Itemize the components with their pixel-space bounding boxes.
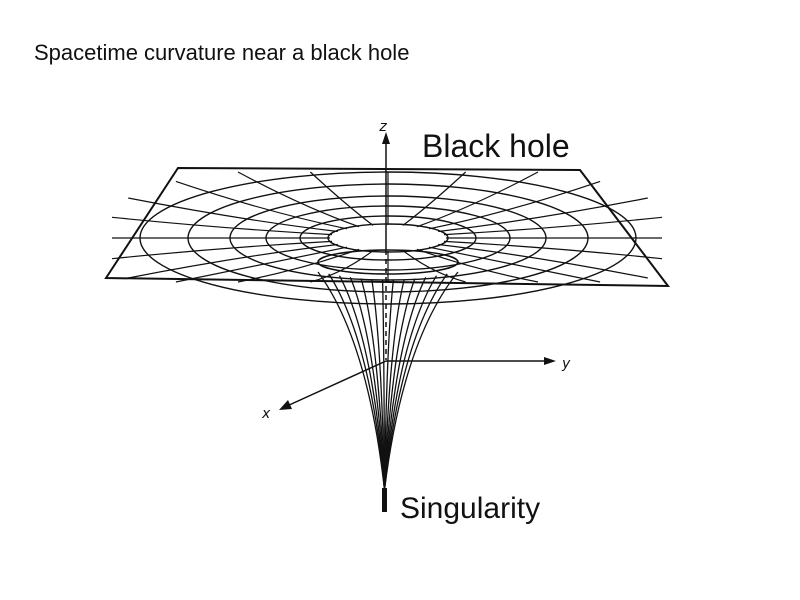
z-axis-arrowhead bbox=[382, 132, 390, 144]
funnel-line bbox=[383, 279, 405, 491]
x-axis-line bbox=[286, 360, 387, 407]
sheet-spoke bbox=[309, 171, 374, 226]
sheet-spoke bbox=[416, 171, 539, 228]
sheet-spoke bbox=[237, 171, 360, 228]
funnel-line bbox=[383, 279, 395, 491]
sheet-spoke bbox=[443, 240, 663, 260]
sheet-spoke bbox=[428, 180, 601, 230]
funnel-line bbox=[383, 271, 459, 491]
funnel-line bbox=[317, 271, 386, 491]
sheet-spoke bbox=[438, 243, 648, 279]
funnel-line bbox=[383, 278, 416, 491]
sheet-spoke bbox=[175, 246, 348, 283]
singularity-point bbox=[382, 488, 387, 512]
sheet-spoke bbox=[402, 250, 466, 283]
sheet-spoke bbox=[438, 197, 648, 233]
sheet-spokes bbox=[111, 171, 663, 283]
funnel-line bbox=[383, 275, 438, 491]
sheet-spoke bbox=[111, 240, 333, 260]
sheet-spoke bbox=[416, 248, 539, 283]
sheet-spoke bbox=[111, 216, 333, 236]
y-axis-arrowhead bbox=[544, 357, 556, 365]
funnel-line bbox=[371, 279, 386, 491]
sheet-spoke bbox=[128, 243, 338, 279]
sheet-spoke bbox=[310, 250, 374, 283]
singularity-label: Singularity bbox=[400, 492, 540, 525]
funnel-line bbox=[338, 275, 386, 491]
funnel-line bbox=[360, 278, 386, 491]
sheet-spoke bbox=[443, 216, 663, 236]
funnel-line bbox=[349, 277, 386, 491]
page-title: Spacetime curvature near a black hole bbox=[34, 40, 410, 65]
funnel-line bbox=[383, 277, 427, 491]
y-axis-label: y bbox=[561, 356, 571, 372]
funnel-line bbox=[328, 273, 386, 491]
sheet-spoke bbox=[128, 197, 338, 233]
z-axis-label: z bbox=[378, 119, 387, 135]
sheet-spoke bbox=[428, 246, 601, 283]
spacetime-sheet-outline bbox=[104, 166, 671, 288]
x-axis-arrowhead bbox=[279, 400, 292, 410]
x-axis-label: x bbox=[261, 406, 271, 422]
sheet-spoke bbox=[402, 171, 467, 226]
black-hole-label: Black hole bbox=[422, 128, 570, 164]
sheet-spoke bbox=[237, 248, 360, 283]
sheet-spoke bbox=[175, 180, 348, 230]
